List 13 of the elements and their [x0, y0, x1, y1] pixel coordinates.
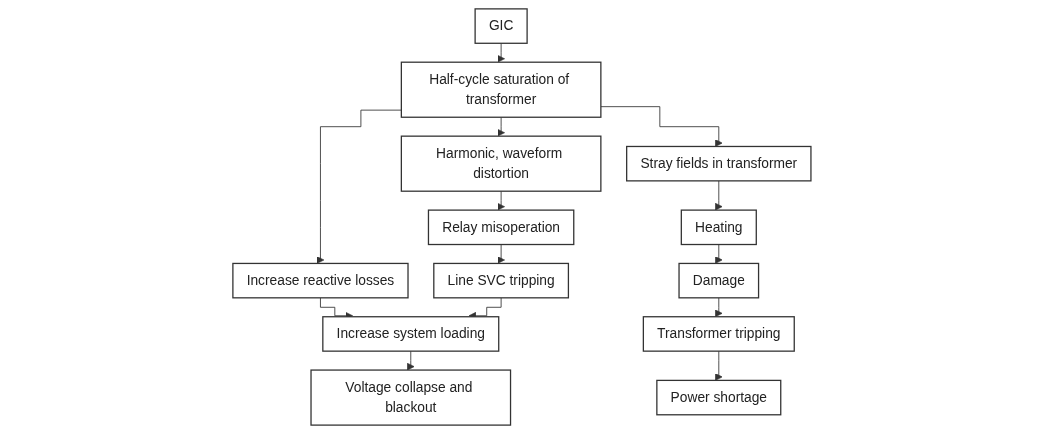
node-box: Power shortage — [656, 379, 782, 416]
node-box: Increase reactive losses — [232, 262, 409, 299]
node-box: Half-cycle saturation of transformer — [400, 61, 602, 118]
node-box: Heating — [680, 209, 757, 246]
node-box: Harmonic, waveform distortion — [400, 135, 602, 192]
node-box: GIC — [474, 8, 528, 44]
node-box: Line SVC tripping — [433, 262, 570, 299]
node-box: Damage — [678, 262, 760, 299]
node-box: Transformer tripping — [642, 316, 795, 352]
node-box: Relay misoperation — [427, 209, 575, 246]
node-box: Stray fields in transformer — [626, 145, 812, 182]
node-box: Voltage collapse and blackout — [310, 369, 512, 426]
node-box: Increase system loading — [322, 316, 500, 352]
